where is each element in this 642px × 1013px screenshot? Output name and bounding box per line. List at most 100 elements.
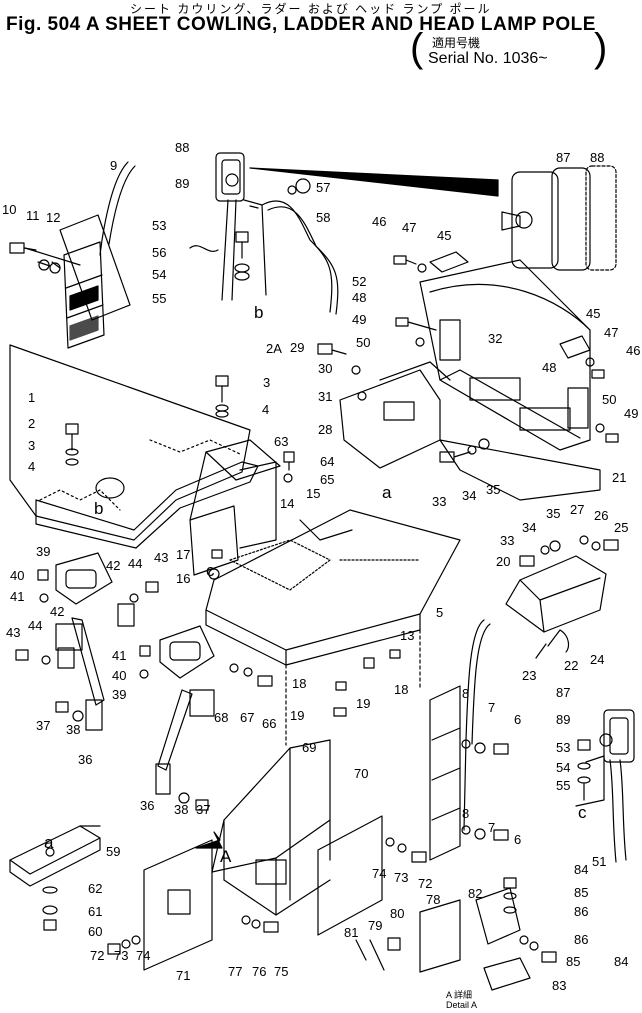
right-cowling-box <box>419 259 591 451</box>
callout-44b: 44 <box>28 618 42 633</box>
bolt-10 <box>9 242 37 254</box>
clip-56 <box>189 245 219 252</box>
washer-65 <box>283 473 293 483</box>
callout-83: 83 <box>552 978 566 993</box>
callout-70: 70 <box>354 766 368 781</box>
ladder-lower-5 <box>429 619 491 861</box>
washer-55-upper <box>234 271 250 281</box>
callout-48b: 48 <box>542 360 556 375</box>
clip-18-right <box>389 649 401 659</box>
seat-cowling-28 <box>339 361 451 469</box>
detail-a-arrow <box>195 831 223 849</box>
washer-27 <box>579 535 589 545</box>
callout-26: 26 <box>594 508 608 523</box>
washer-4-left <box>65 458 79 466</box>
bolt-43-upper <box>145 581 159 593</box>
callout-74a: 74 <box>372 866 386 881</box>
washer-3-upper <box>215 404 229 412</box>
bolt-43-left <box>15 649 29 661</box>
callout-46b: 46 <box>626 343 640 358</box>
bracket-48-left <box>439 319 461 361</box>
callout-47a: 47 <box>402 220 416 235</box>
washer-7-lower <box>474 828 486 840</box>
callout-33b: 33 <box>500 533 514 548</box>
washer-55-right <box>577 776 591 784</box>
callout-89b: 89 <box>556 712 570 727</box>
washer-50-upper <box>415 337 425 347</box>
callout-21: 21 <box>612 470 626 485</box>
work-lamp-39-upper <box>55 552 113 605</box>
reference-letter-b1: b <box>254 303 263 322</box>
bolt-49-right <box>605 433 619 443</box>
callout-61: 61 <box>88 904 102 919</box>
callout-51: 51 <box>592 854 606 869</box>
washer-38-lower <box>178 792 190 804</box>
callout-7a: 7 <box>488 700 495 715</box>
callout-32: 32 <box>488 331 502 346</box>
washer-41-upper <box>39 593 49 603</box>
callout-73b: 73 <box>114 948 128 963</box>
callout-17: 17 <box>176 547 190 562</box>
callout-42a: 42 <box>106 558 120 573</box>
callout-88a: 88 <box>175 140 189 155</box>
washer-31 <box>357 391 367 401</box>
bolt-60 <box>43 919 57 931</box>
lamp-pointer-wedge <box>249 167 499 197</box>
callout-71: 71 <box>176 968 190 983</box>
lamp-arm-36-lower <box>155 689 215 795</box>
callout-55b: 55 <box>556 778 570 793</box>
callout-6a: 6 <box>514 712 521 727</box>
bolt-41-lower <box>139 645 151 657</box>
callout-68: 68 <box>214 710 228 725</box>
callout-42b: 42 <box>50 604 64 619</box>
reference-letter-A: A <box>220 847 232 866</box>
reference-letter-c1: c <box>206 561 215 580</box>
bolt-64 <box>283 451 295 471</box>
callout-39b: 39 <box>112 687 126 702</box>
left-paren: ( <box>410 26 424 70</box>
callout-37b: 37 <box>196 802 210 817</box>
side-plate-70 <box>317 815 383 936</box>
callout-74b: 74 <box>136 948 150 963</box>
washer-47-upper <box>417 263 427 273</box>
bracket-42-upper <box>117 603 135 627</box>
bolt-6-lower <box>493 829 509 841</box>
callout-57: 57 <box>316 180 330 195</box>
washer-68 <box>229 663 239 673</box>
callout-3a: 3 <box>263 375 270 390</box>
lower-frame-69 <box>211 739 331 916</box>
washer-86-upper <box>503 906 517 914</box>
callout-40b: 40 <box>112 668 126 683</box>
washer-77 <box>241 915 251 925</box>
washer-35-right <box>549 540 561 552</box>
washer-44-upper <box>129 593 139 603</box>
callout-2a: 2A <box>266 341 282 356</box>
bolt-33-right <box>519 555 535 567</box>
bolt-46-right <box>591 369 605 379</box>
bolt-2a <box>215 375 229 403</box>
washer-74-left <box>131 935 141 945</box>
cover-plate-71 <box>143 839 213 971</box>
callout-43b: 43 <box>6 625 20 640</box>
callout-53a: 53 <box>152 218 166 233</box>
detail-a-english: Detail A <box>446 1000 478 1010</box>
bolt-66 <box>257 675 273 687</box>
washer-8-lower <box>461 825 471 835</box>
bolt-49-upper <box>395 317 437 331</box>
washer-3-left <box>65 448 79 456</box>
callout-14: 14 <box>280 496 294 511</box>
callout-3b: 3 <box>28 438 35 453</box>
callout-72b: 72 <box>90 948 104 963</box>
washer-67 <box>243 667 253 677</box>
callout-24: 24 <box>590 652 604 667</box>
callout-45a: 45 <box>437 228 451 243</box>
callout-10: 10 <box>2 202 16 217</box>
bolt-25 <box>603 539 619 551</box>
washer-34-center <box>467 445 477 455</box>
head-lamp-assembly-detail <box>501 165 617 271</box>
callout-50a: 50 <box>356 335 370 350</box>
washer-54-upper <box>234 263 250 273</box>
callout-20: 20 <box>496 554 510 569</box>
